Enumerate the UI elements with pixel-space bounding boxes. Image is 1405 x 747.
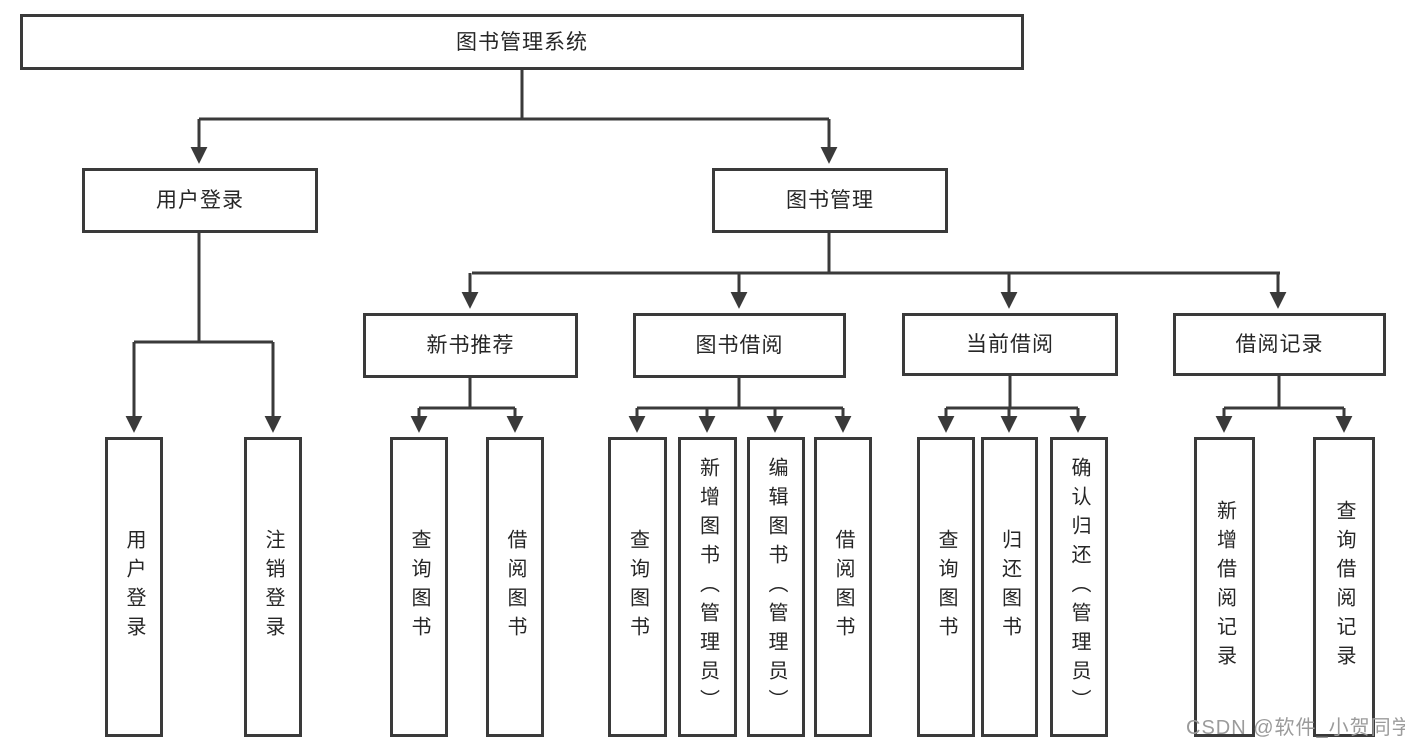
leaf-user-login: 用户登录 — [105, 437, 163, 737]
node-borrow-records-label: 借阅记录 — [1235, 333, 1324, 356]
leaf-current-confirm-return-admin: 确认归还（管理员） — [1050, 437, 1108, 737]
node-root-label: 图书管理系统 — [456, 30, 588, 54]
node-new-book-recommend: 新书推荐 — [363, 313, 578, 378]
leaf-logout: 注销登录 — [244, 437, 302, 737]
leaf-records-add-record: 新增借阅记录 — [1194, 437, 1255, 737]
leaf-borrow-add-book-admin-label: 新增图书（管理员） — [696, 456, 719, 718]
leaf-current-query-book: 查询图书 — [917, 437, 975, 737]
leaf-current-query-book-label: 查询图书 — [935, 529, 957, 645]
leaf-logout-label: 注销登录 — [262, 529, 284, 645]
node-book-borrow: 图书借阅 — [633, 313, 846, 378]
leaf-borrow-borrow-book: 借阅图书 — [814, 437, 872, 737]
leaf-newbook-borrow-book-label: 借阅图书 — [504, 529, 526, 645]
leaf-records-query-record-label: 查询借阅记录 — [1333, 500, 1355, 674]
node-root-library-system: 图书管理系统 — [20, 14, 1024, 70]
leaf-current-return-book-label: 归还图书 — [998, 529, 1021, 645]
leaf-borrow-edit-book-admin: 编辑图书（管理员） — [747, 437, 805, 737]
leaf-current-return-book: 归还图书 — [981, 437, 1038, 737]
leaf-newbook-query-book-label: 查询图书 — [408, 529, 430, 645]
node-new-book-recommend-label: 新书推荐 — [426, 334, 515, 357]
node-book-management-label: 图书管理 — [786, 189, 874, 212]
node-book-management: 图书管理 — [712, 168, 948, 233]
node-user-login: 用户登录 — [82, 168, 318, 233]
node-book-borrow-label: 图书借阅 — [695, 334, 784, 357]
leaf-newbook-borrow-book: 借阅图书 — [486, 437, 544, 737]
leaf-records-add-record-label: 新增借阅记录 — [1213, 500, 1236, 674]
node-current-borrow-label: 当前借阅 — [966, 333, 1054, 356]
leaf-current-confirm-return-admin-label: 确认归还（管理员） — [1068, 456, 1090, 718]
leaf-borrow-add-book-admin: 新增图书（管理员） — [678, 437, 737, 737]
leaf-newbook-query-book: 查询图书 — [390, 437, 448, 737]
leaf-records-query-record: 查询借阅记录 — [1313, 437, 1375, 737]
node-user-login-label: 用户登录 — [156, 189, 244, 212]
leaf-borrow-edit-book-admin-label: 编辑图书（管理员） — [765, 456, 787, 718]
leaf-user-login-label: 用户登录 — [123, 529, 145, 645]
leaf-borrow-query-book-label: 查询图书 — [626, 529, 649, 645]
node-current-borrow: 当前借阅 — [902, 313, 1118, 376]
leaf-borrow-borrow-book-label: 借阅图书 — [832, 529, 854, 645]
node-borrow-records: 借阅记录 — [1173, 313, 1386, 376]
csdn-watermark: CSDN @软件_小贺同学 — [1186, 717, 1405, 739]
leaf-borrow-query-book: 查询图书 — [608, 437, 667, 737]
